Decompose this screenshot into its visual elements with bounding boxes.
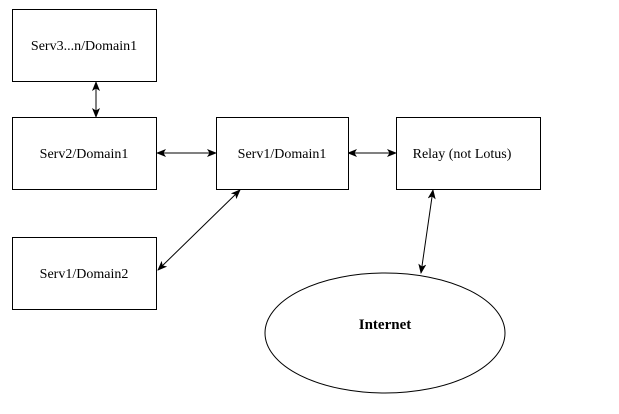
node-serv2-domain1: Serv2/Domain1 bbox=[12, 117, 157, 190]
node-internet-label: Internet bbox=[359, 317, 412, 333]
node-serv1-domain1: Serv1/Domain1 bbox=[216, 117, 349, 190]
node-relay: Relay (not Lotus) bbox=[396, 117, 541, 190]
node-serv2-domain1-label: Serv2/Domain1 bbox=[40, 147, 129, 162]
node-relay-label: Relay (not Lotus) bbox=[413, 147, 512, 162]
node-serv1-domain2-label: Serv1/Domain2 bbox=[40, 267, 129, 282]
node-internet: Internet bbox=[264, 272, 506, 394]
node-serv3-domain1-label: Serv3...n/Domain1 bbox=[31, 39, 137, 54]
link-serv1domain2-serv1 bbox=[157, 189, 241, 271]
node-serv3-domain1: Serv3...n/Domain1 bbox=[12, 9, 157, 82]
node-serv1-domain1-label: Serv1/Domain1 bbox=[238, 147, 327, 162]
node-serv1-domain2: Serv1/Domain2 bbox=[12, 237, 157, 310]
link-relay-internet bbox=[418, 189, 436, 274]
